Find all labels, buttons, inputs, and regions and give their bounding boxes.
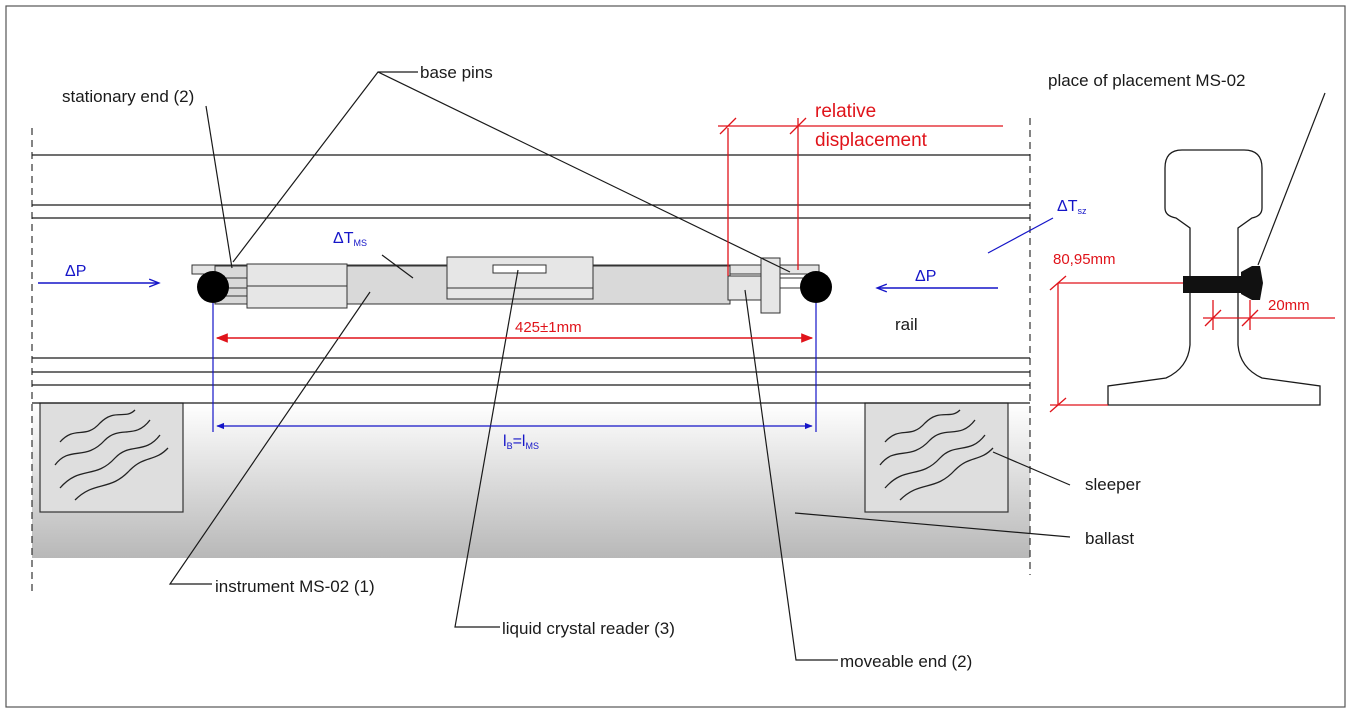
- symbol-delta-t-rail: ΔTsz: [1057, 198, 1087, 216]
- label-reader: liquid crystal reader (3): [502, 619, 675, 638]
- label-displacement: displacement: [815, 130, 928, 151]
- label-relative: relative: [815, 101, 876, 122]
- base-pin-right: [800, 271, 832, 303]
- rail-lines: [32, 154, 1030, 404]
- symbol-length: lB=lMS: [503, 433, 539, 451]
- label-ballast: ballast: [1085, 529, 1134, 548]
- liquid-crystal-reader-box: [446, 256, 594, 300]
- label-rail: rail: [895, 315, 918, 334]
- ms02-bolt: [1183, 276, 1241, 293]
- symbol-delta-p-right: ΔP: [915, 268, 936, 285]
- cross-section-dims: [1049, 275, 1335, 413]
- label-instrument: instrument MS-02 (1): [215, 577, 375, 596]
- label-sleeper: sleeper: [1085, 475, 1141, 494]
- symbol-delta-p-left: ΔP: [65, 263, 86, 280]
- dim-offset: 20mm: [1268, 297, 1310, 314]
- moveable-clamp: [727, 275, 762, 301]
- leader-lines: [168, 71, 1326, 661]
- label-placement: place of placement MS-02: [1048, 71, 1246, 90]
- sleeper-right: [864, 402, 1009, 513]
- label-base-pins: base pins: [420, 63, 493, 82]
- rail-cross-section: [1107, 149, 1321, 406]
- relative-displacement-dim: [718, 117, 1003, 276]
- figure-frame: [5, 5, 1346, 708]
- label-moveable-end: moveable end (2): [840, 652, 972, 671]
- symbol-delta-t-ms: ΔTMS: [333, 230, 367, 248]
- instrument-ms02: [191, 256, 820, 314]
- base-pin-left: [197, 271, 229, 303]
- dim-base-length: 425±1mm: [515, 319, 582, 336]
- sleeper-left: [39, 402, 184, 513]
- moveable-plate: [760, 257, 781, 314]
- delta-t-rail-leader: [987, 217, 1054, 254]
- reader-window: [492, 264, 547, 274]
- label-stationary-end: stationary end (2): [62, 87, 194, 106]
- dim-height: 80,95mm: [1053, 251, 1116, 268]
